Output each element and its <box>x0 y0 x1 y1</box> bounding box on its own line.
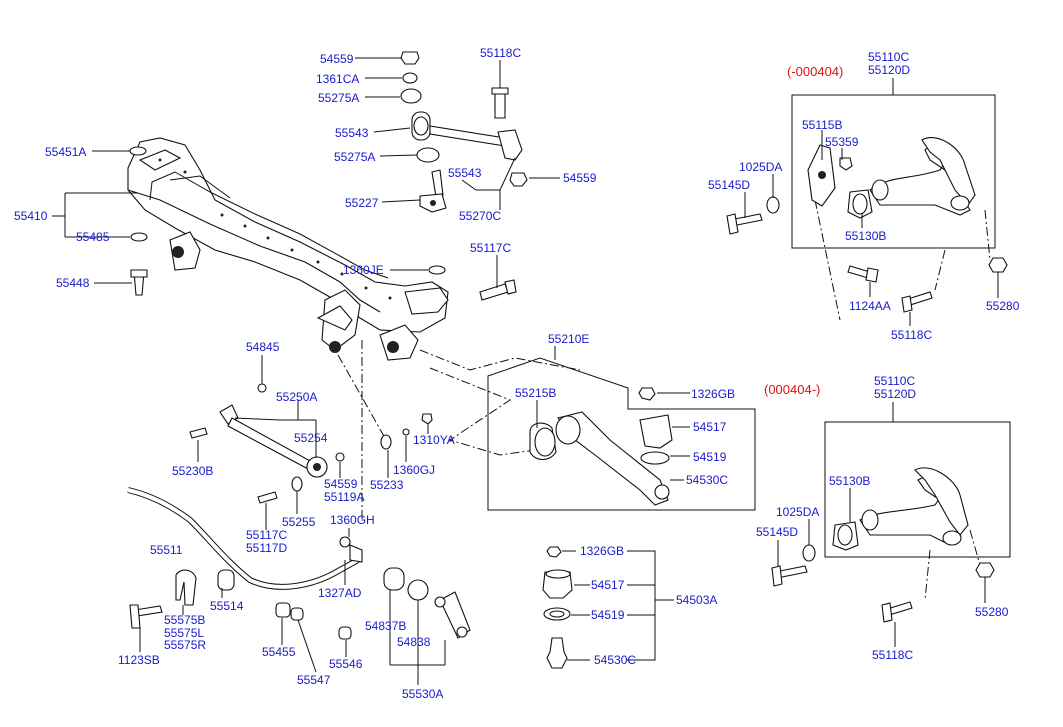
part-label: 54838 <box>397 635 431 649</box>
part-label: 55110C <box>868 50 909 64</box>
part-label: 55215B <box>515 386 556 400</box>
part-label: 55280 <box>975 605 1009 619</box>
part-label: 55280 <box>986 299 1020 313</box>
part-label: 55275A <box>334 150 375 164</box>
part-label: 55210E <box>548 332 589 346</box>
part-label: 55514 <box>210 599 244 613</box>
part-label: 54530C <box>594 653 636 667</box>
part-label: 55530A <box>402 687 443 701</box>
variant-bottom-label: (000404-) <box>764 382 820 397</box>
part-label: 55118C <box>872 648 913 662</box>
part-label: 55145D <box>708 178 750 192</box>
part-label: 54517 <box>693 420 727 434</box>
part-label: 1361CA <box>316 72 359 86</box>
part-label: 54845 <box>246 340 280 354</box>
part-label: 55233 <box>370 478 404 492</box>
part-label: 55145D <box>756 525 798 539</box>
part-label: 55410 <box>14 209 48 223</box>
upper-arm-top-variant <box>726 94 1008 313</box>
part-label: 54559 <box>324 477 358 491</box>
part-label: 54503A <box>676 593 717 607</box>
part-label: 55575B <box>164 613 205 627</box>
part-label: 55130B <box>829 474 870 488</box>
part-label: 54519 <box>591 608 625 622</box>
part-label: 1310YA <box>413 433 455 447</box>
crossmember-drawing <box>127 137 449 361</box>
part-label: 1326GB <box>691 387 735 401</box>
center-lines <box>337 199 991 601</box>
part-label: 55546 <box>329 657 363 671</box>
part-label: 1327AD <box>318 586 362 600</box>
part-label: 55275A <box>318 91 359 105</box>
lower-link-parts <box>189 383 433 504</box>
part-label: 1025DA <box>776 505 819 519</box>
upper-arm-bottom-variant <box>771 421 1011 623</box>
part-label: 55455 <box>262 645 296 659</box>
part-label: 55485 <box>76 230 110 244</box>
part-label: 1326GB <box>580 544 624 558</box>
part-label: 55511 <box>150 543 183 557</box>
part-labels: 54559 1361CA 55275A 55118C 55543 55275A … <box>14 46 1020 701</box>
upper-arm-assembly <box>487 357 756 511</box>
stabilizer-parts <box>127 487 471 640</box>
part-label: 55110C <box>874 374 915 388</box>
part-label: 55543 <box>335 126 369 140</box>
part-label: 54559 <box>563 171 597 185</box>
part-label: 55117C <box>470 241 511 255</box>
part-label: 55130B <box>845 229 886 243</box>
part-label: 55117C <box>246 528 287 542</box>
part-label: 55255 <box>282 515 316 529</box>
part-label: 55120D <box>874 387 916 401</box>
part-label: 1124AA <box>849 299 891 313</box>
upper-link-parts <box>129 51 528 301</box>
part-label: 55118C <box>480 46 521 60</box>
part-label: 1360JE <box>343 263 384 277</box>
part-label: 55119A <box>324 490 364 504</box>
part-label: 55230B <box>172 464 213 478</box>
part-label: 55270C <box>459 209 501 223</box>
part-label: 1360GH <box>330 513 375 527</box>
part-label: 55118C <box>891 328 932 342</box>
part-label: 54517 <box>591 578 625 592</box>
part-label: 55250A <box>276 390 317 404</box>
part-label: 1123SB <box>118 653 160 667</box>
part-label: 1360GJ <box>393 463 435 477</box>
part-label: 55575R <box>164 638 206 652</box>
part-label: 54837B <box>365 619 406 633</box>
part-label: 55359 <box>825 135 859 149</box>
part-label: 54559 <box>320 52 354 66</box>
part-label: 55227 <box>345 196 379 210</box>
part-label: 55575L <box>164 626 204 640</box>
part-label: 55115B <box>802 118 842 132</box>
part-label: 55543 <box>448 166 482 180</box>
part-label: 55120D <box>868 63 910 77</box>
part-label: 1025DA <box>739 160 782 174</box>
part-label: 55254 <box>294 431 328 445</box>
variant-top-label: (-000404) <box>787 64 843 79</box>
part-label: 55547 <box>297 673 331 687</box>
leader-lines <box>52 57 999 685</box>
ball-joint-kit <box>542 546 573 669</box>
part-label: 55448 <box>56 276 90 290</box>
part-label: 54530C <box>686 473 728 487</box>
part-label: 55451A <box>45 145 86 159</box>
part-label: 55117D <box>246 541 287 555</box>
part-label: 54519 <box>693 450 727 464</box>
